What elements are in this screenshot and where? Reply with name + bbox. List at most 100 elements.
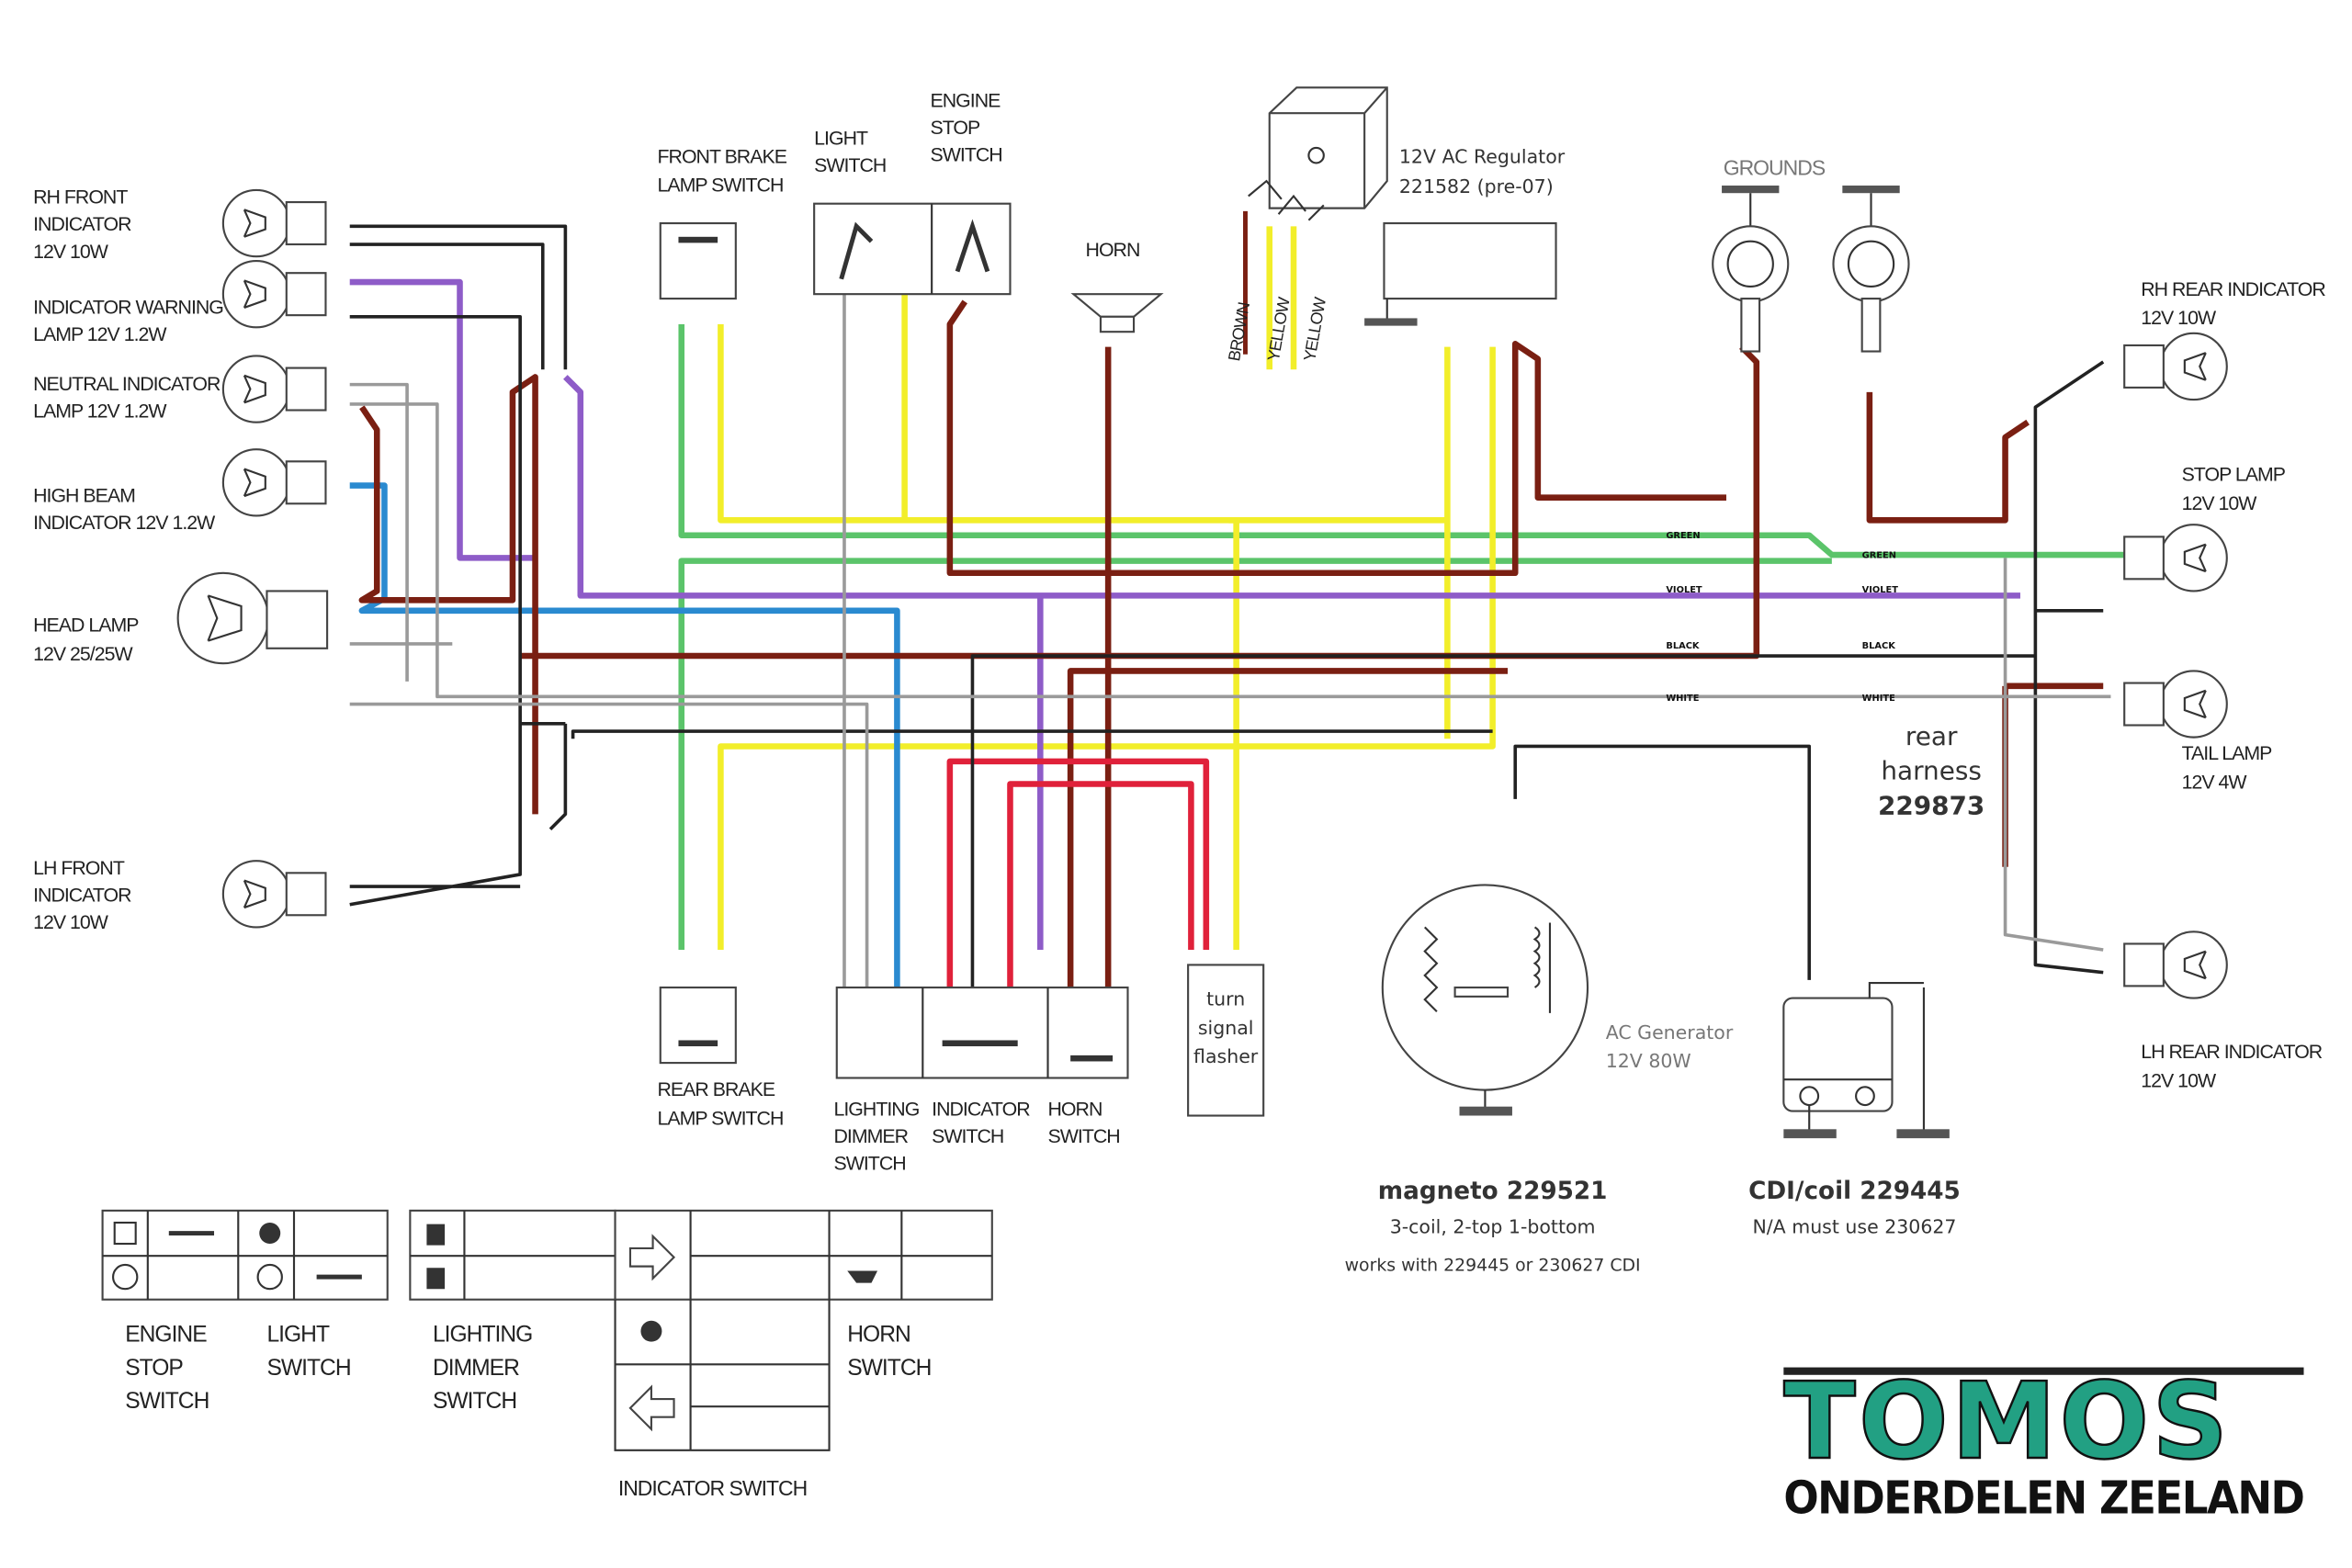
wire-tag-violet: VIOLET	[1666, 585, 1702, 595]
headlamp-icon	[426, 1224, 446, 1290]
rear-brake-label-2: LAMP SWITCH	[657, 1107, 783, 1129]
flasher-label-2: signal	[1198, 1017, 1254, 1039]
head-lamp-bulb-icon	[176, 571, 329, 665]
legend-indicator: INDICATOR SWITCH	[618, 1476, 807, 1500]
ground-icon	[1364, 318, 1418, 326]
cdi-label-2: N/A must use 230627	[1752, 1216, 1956, 1238]
horn-label: HORN	[1086, 239, 1140, 261]
tomos-logo: TOMOS ONDERDELEN ZEELAND	[1782, 1359, 2305, 1525]
wire-tag-black-rear: BLACK	[1862, 641, 1896, 651]
regulator-icon	[1268, 86, 1388, 209]
neutral-indicator-bulb-icon	[221, 355, 327, 423]
wiring-harness: GREEN GREEN VIOLET VIOLET BLACK BLACK WH…	[349, 224, 2142, 1041]
grounds-label: GROUNDS	[1724, 156, 1826, 180]
legend-light-2: SWITCH	[266, 1356, 350, 1381]
horn-icon	[847, 1270, 878, 1283]
wire-tag-green: GREEN	[1666, 531, 1700, 541]
handlebar-switch-block: LIGHTING DIMMER SWITCH INDICATOR SWITCH …	[833, 986, 1129, 1175]
dimmer-label-1: LIGHTING	[833, 1099, 919, 1121]
right-arrow-icon	[628, 1234, 676, 1281]
engine-stop-label-1: ENGINE	[931, 90, 1001, 112]
engine-stop-icon	[113, 1221, 137, 1246]
engine-stop-label-2: STOP	[931, 117, 981, 139]
cdi-icon	[1782, 997, 1894, 1112]
indicator-switch-label-1: INDICATOR	[932, 1099, 1030, 1121]
flasher-label-1: turn	[1206, 988, 1245, 1010]
neutral-label-2: LAMP 12V 1.2W	[33, 400, 167, 423]
legend-light-1: LIGHT	[266, 1323, 329, 1348]
regulator-wire-brown: BROWN	[1225, 301, 1253, 363]
rh-front-label-1: RH FRONT	[33, 186, 128, 209]
logo-top-text: TOMOS	[1783, 1360, 2231, 1483]
magneto-label-1: magneto 229521	[1378, 1178, 1608, 1205]
horn-icon	[1070, 293, 1164, 318]
lh-rear-indicator-bulb-icon	[2123, 931, 2228, 999]
high-beam-label-1: HIGH BEAM	[33, 485, 135, 507]
rh-front-label-2: INDICATOR	[33, 213, 131, 235]
high-beam-label-2: INDICATOR 12V 1.2W	[33, 512, 216, 534]
lh-front-indicator-bulb-icon	[221, 860, 327, 929]
rear-harness-label-3: 229873	[1878, 790, 1984, 820]
legend-dimmer-1: LIGHTING	[433, 1323, 532, 1348]
ground-eyelet-icon	[1712, 186, 1790, 353]
rh-front-label-3: 12V 10W	[33, 241, 109, 263]
tail-lamp-label-2: 12V 4W	[2182, 771, 2248, 793]
dimmer-label-3: SWITCH	[833, 1153, 905, 1175]
magneto: AC Generator 12V 80W magneto 229521 3-co…	[1345, 884, 1734, 1276]
light-sun-icon	[256, 1263, 283, 1291]
wire-tag-green-rear: GREEN	[1862, 550, 1896, 560]
head-lamp-label-1: HEAD LAMP	[33, 615, 139, 637]
logo-bottom-text: ONDERDELEN ZEELAND	[1783, 1472, 2303, 1525]
wire-tag-white-rear: WHITE	[1862, 694, 1895, 704]
turn-signal-flasher: turn signal flasher	[1187, 964, 1265, 1117]
head-lamp-label-2: 12V 25/25W	[33, 643, 133, 665]
legend-engine-stop-2: STOP	[125, 1356, 183, 1381]
grounds: GROUNDS	[1712, 156, 1910, 353]
front-brake-label-1: FRONT BRAKE	[657, 145, 786, 167]
front-lamps: RH FRONT INDICATOR 12V 10W INDICATOR WAR…	[33, 186, 329, 933]
generator-label-2: 12V 80W	[1606, 1050, 1691, 1072]
rh-rear-label-1: RH REAR INDICATOR	[2141, 278, 2325, 300]
light-switch-label-2: SWITCH	[814, 154, 886, 176]
ground-eyelet-icon	[1832, 186, 1910, 353]
high-beam-bulb-icon	[221, 448, 327, 517]
switch-legend: ENGINE STOP SWITCH LIGHT SWITCH LIGHTING…	[101, 1209, 993, 1500]
wire-tag-black: BLACK	[1666, 641, 1700, 651]
stop-lamp-bulb-icon	[2123, 524, 2228, 592]
tail-lamp-bulb-icon	[2123, 670, 2228, 739]
light-and-engine-stop-switch: LIGHT SWITCH ENGINE STOP SWITCH	[813, 90, 1012, 296]
lh-front-label-3: 12V 10W	[33, 911, 109, 933]
rear-brake-switch: REAR BRAKE LAMP SWITCH	[657, 986, 784, 1129]
stop-lamp-label-2: 12V 10W	[2182, 492, 2258, 514]
legend-engine-stop-1: ENGINE	[125, 1323, 207, 1348]
rh-rear-indicator-bulb-icon	[2123, 332, 2228, 401]
horn-switch-label-1: HORN	[1048, 1099, 1102, 1121]
front-brake-label-2: LAMP SWITCH	[657, 175, 783, 197]
legend-dimmer-3: SWITCH	[433, 1389, 516, 1414]
engine-run-icon	[112, 1263, 139, 1291]
rh-rear-label-2: 12V 10W	[2141, 307, 2217, 329]
wire-tag-violet-rear: VIOLET	[1862, 585, 1899, 595]
regulator-wire-yellow-2: YELLOW	[1300, 296, 1329, 363]
indicator-switch-label-2: SWITCH	[932, 1125, 1003, 1147]
engine-stop-label-3: SWITCH	[931, 144, 1002, 166]
cdi-coil: CDI/coil 229445 N/A must use 230627	[1748, 982, 1961, 1238]
neutral-label-1: NEUTRAL INDICATOR	[33, 373, 220, 395]
lh-rear-label-2: 12V 10W	[2141, 1069, 2217, 1091]
regulator-label-1: 12V AC Regulator	[1399, 145, 1566, 167]
legend-horn-2: SWITCH	[847, 1356, 931, 1381]
rear-lamps: RH REAR INDICATOR 12V 10W STOP LAMP 12V …	[1878, 278, 2326, 1092]
rear-harness-label-2: harness	[1881, 756, 1982, 786]
regulator-label-2: 221582 (pre-07)	[1399, 175, 1554, 197]
magneto-label-3: works with 229445 or 230627 CDI	[1345, 1256, 1641, 1276]
tail-lamp-label-1: TAIL LAMP	[2182, 742, 2273, 764]
flasher-label-3: flasher	[1193, 1045, 1259, 1067]
rear-harness-label-1: rear	[1905, 721, 1958, 751]
legend-engine-stop-3: SWITCH	[125, 1389, 209, 1414]
wire-tag-white: WHITE	[1666, 694, 1699, 704]
horn: HORN	[1070, 239, 1164, 333]
legend-dimmer-2: DIMMER	[433, 1356, 519, 1381]
horn-switch-label-2: SWITCH	[1048, 1125, 1120, 1147]
lh-front-label-1: LH FRONT	[33, 857, 125, 879]
